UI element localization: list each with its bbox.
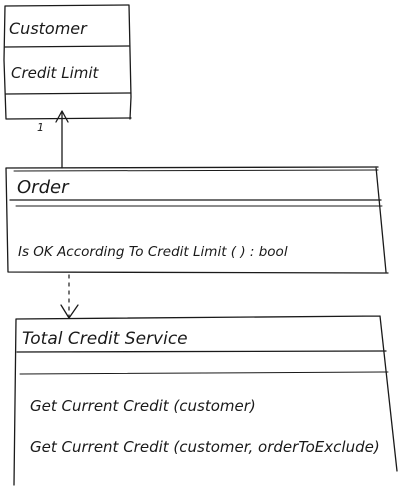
association-customer-order: 1: [37, 110, 69, 169]
service-name-divider-sketch: [19, 371, 389, 375]
service-operation-2: Get Current Credit (customer, orderToExc…: [30, 438, 380, 456]
service-class-name: Total Credit Service: [22, 329, 188, 349]
service-class-box: [13, 315, 398, 486]
order-operation-is-ok: Is OK According To Credit Limit ( ) : bo…: [18, 244, 288, 260]
total-credit-service-class: Total Credit Service Get Current Credit …: [13, 315, 398, 486]
dependency-order-service: [60, 274, 79, 319]
association-multiplicity: 1: [37, 121, 44, 134]
customer-class-name: Customer: [9, 19, 88, 38]
association-arrowhead: [55, 110, 69, 123]
order-box-sketch-line: [13, 169, 379, 172]
customer-attr-credit-limit: Credit Limit: [11, 64, 100, 82]
customer-name-divider: [4, 45, 130, 48]
customer-class-box: [3, 4, 132, 120]
customer-class: Customer Credit Limit: [3, 4, 132, 120]
order-class-name: Order: [17, 177, 70, 198]
customer-attr-divider: [5, 92, 132, 95]
service-name-divider: [16, 350, 387, 353]
order-class-box: [5, 166, 389, 274]
service-operation-1: Get Current Credit (customer): [30, 397, 256, 415]
order-class: Order Is OK According To Credit Limit ( …: [5, 166, 389, 274]
